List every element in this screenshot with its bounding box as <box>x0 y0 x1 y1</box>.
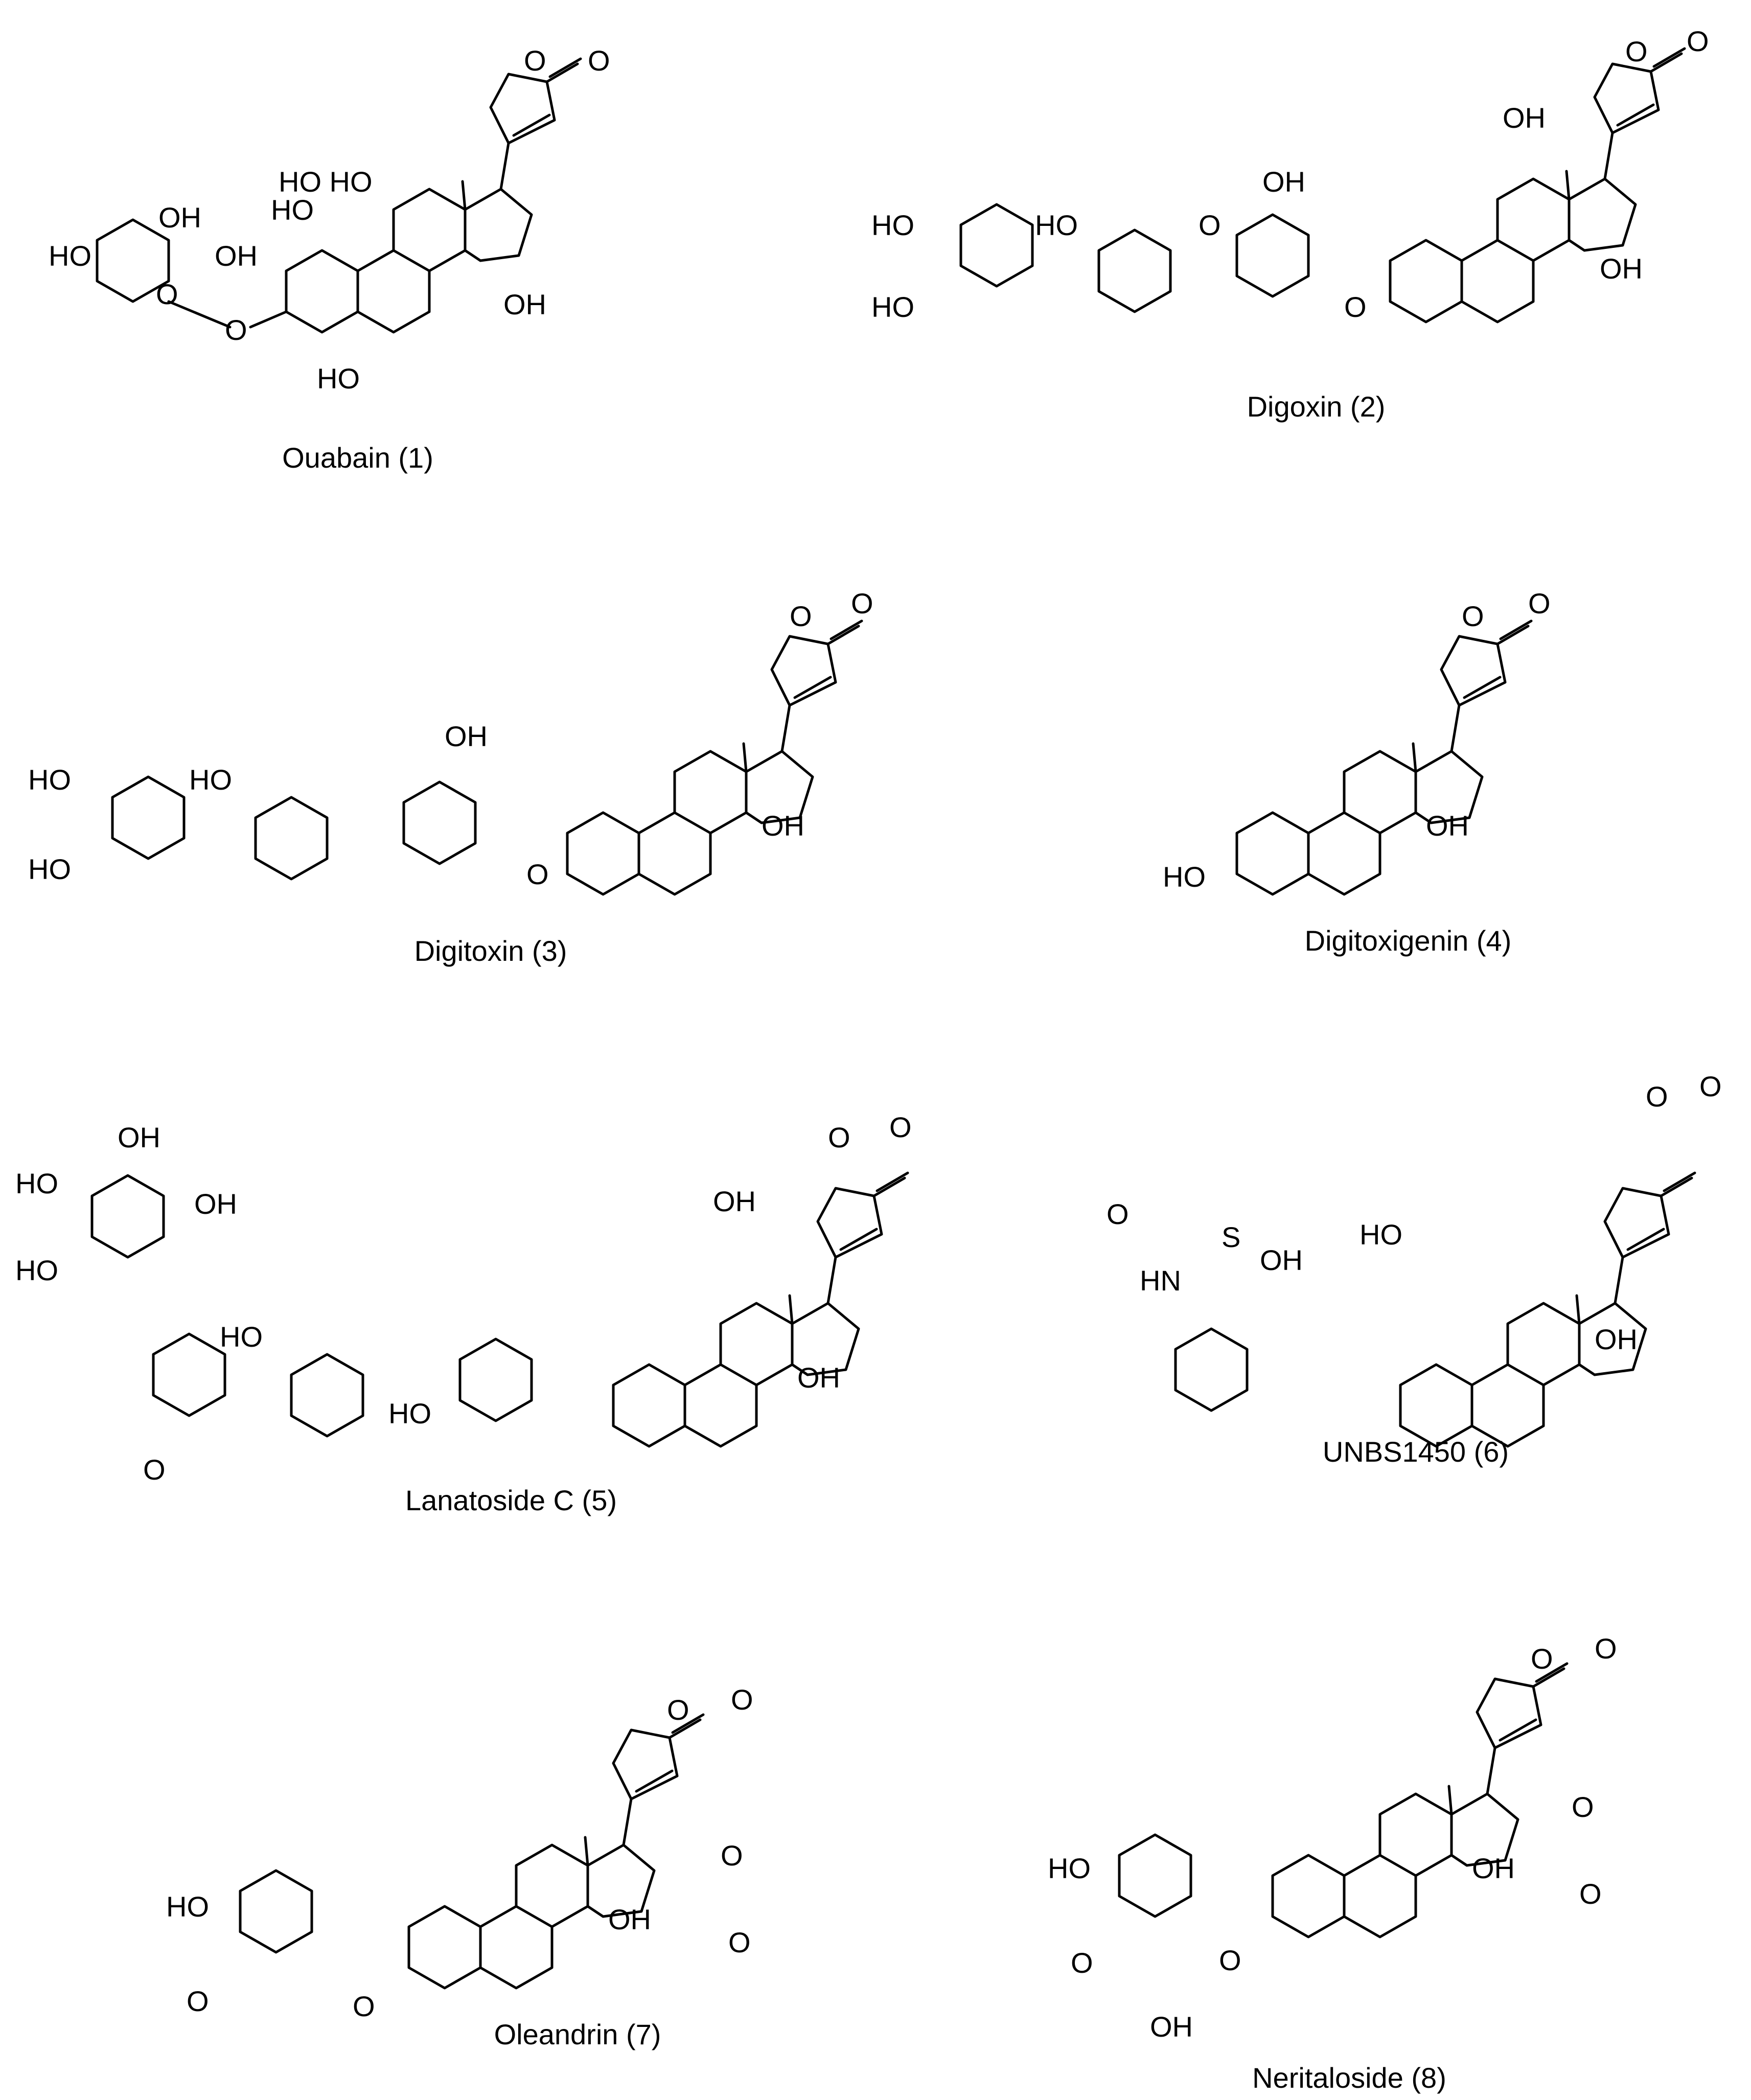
atom-label-o: O <box>790 600 812 632</box>
caption-ouabain: Ouabain (1) <box>282 442 433 474</box>
atom-label-o: O <box>1107 1198 1129 1230</box>
atom-label-hoho: HO HO <box>279 166 373 198</box>
caption-oleandrin: Oleandrin (7) <box>494 2018 661 2050</box>
atom-label-oh: OH <box>1426 810 1469 842</box>
atom-label-oh: OH <box>194 1188 237 1220</box>
atom-label-ho: HO <box>15 1167 58 1199</box>
caption-unbs1450: UNBS1450 (6) <box>1323 1436 1509 1468</box>
atom-label-ho: HO <box>189 764 232 796</box>
atom-label-o: O <box>156 278 178 310</box>
structure-neritaloside: HO O OH O OH O O O O Neritaloside (8) <box>1048 1632 1617 2094</box>
atom-label-ho: HO <box>28 764 71 796</box>
atom-label-oh: OH <box>1472 1852 1515 1884</box>
atom-label-o: O <box>143 1453 166 1486</box>
atom-label-oh: OH <box>1262 166 1305 198</box>
atom-label-o: O <box>588 44 610 77</box>
atom-label-o: O <box>1646 1080 1668 1113</box>
atom-label-oh: OH <box>1600 252 1643 285</box>
atom-label-o: O <box>731 1683 753 1716</box>
atom-label-oh: OH <box>1260 1244 1303 1276</box>
atom-label-o: O <box>667 1694 689 1726</box>
atom-label-ho: HO <box>1360 1218 1402 1251</box>
atom-label-o: O <box>524 44 546 77</box>
caption-neritaloside: Neritaloside (8) <box>1252 2062 1446 2094</box>
structure-digitoxigenin: HO OH O O Digitoxigenin (4) <box>1163 587 1551 957</box>
structure-oleandrin: HO O O OH O O O O Oleandrin (7) <box>166 1683 753 2050</box>
atom-label-hn: HN <box>1140 1264 1181 1297</box>
atom-label-oh: OH <box>762 810 804 842</box>
atom-label-o: O <box>1687 25 1709 57</box>
atom-label-o: O <box>1071 1947 1093 1979</box>
atom-label-ho: HO <box>15 1254 58 1286</box>
atom-label-oh: OH <box>608 1903 651 1935</box>
atom-label-oh: OH <box>713 1185 756 1217</box>
atom-label-o: O <box>1595 1632 1617 1665</box>
structure-digitoxin: HO HO HO OH OH O O O Digitoxin (3) <box>28 587 873 967</box>
atom-label-oh: OH <box>445 720 488 752</box>
atom-label-oh: OH <box>1150 2011 1193 2043</box>
atom-label-oh: OH <box>118 1121 160 1153</box>
caption-digitoxigenin: Digitoxigenin (4) <box>1305 925 1512 957</box>
atom-label-ho: HO <box>49 240 91 272</box>
atom-label-o: O <box>353 1990 375 2022</box>
atom-label-o: O <box>728 1926 751 1958</box>
atom-label-o: O <box>1572 1791 1594 1823</box>
atom-label-o: O <box>526 858 549 890</box>
atom-label-o: O <box>1531 1643 1553 1675</box>
atom-label-oh: OH <box>797 1361 840 1394</box>
atom-label-s: S <box>1222 1221 1240 1253</box>
atom-label-ho: HO <box>1035 209 1078 241</box>
atom-label-o: O <box>1219 1944 1241 1976</box>
atom-label-oh: OH <box>215 240 258 272</box>
atom-label-ho: HO <box>271 194 314 226</box>
atom-label-oh: OH <box>158 201 201 234</box>
atom-label-oh: OH <box>503 288 546 320</box>
atom-label-ho: HO <box>871 209 914 241</box>
structure-digoxin: HO HO HO OH OH OH O O O O Digoxin (2) <box>871 25 1709 423</box>
caption-digoxin: Digoxin (2) <box>1247 390 1386 423</box>
atom-label-o: O <box>889 1111 912 1143</box>
atom-label-o: O <box>1625 35 1648 67</box>
atom-label-o: O <box>1579 1878 1602 1910</box>
atom-label-o: O <box>1528 587 1551 619</box>
atom-label-ho: HO <box>220 1321 263 1353</box>
atom-label-ho: HO <box>1163 861 1206 893</box>
structure-unbs1450: O S OH HN HO OH O O UNBS1450 (6) <box>1107 1070 1722 1468</box>
atom-label-o: O <box>1199 209 1221 241</box>
atom-label-ho: HO <box>871 291 914 323</box>
atom-label-o: O <box>1344 291 1367 323</box>
atom-label-o: O <box>828 1121 850 1153</box>
caption-digitoxin: Digitoxin (3) <box>414 935 567 967</box>
caption-lanatoside-c: Lanatoside C (5) <box>405 1484 617 1516</box>
atom-label-o: O <box>225 314 247 346</box>
atom-label-ho: HO <box>388 1397 431 1429</box>
structure-lanatoside-c: OH HO OH HO HO HO OH OH O O O Lanatoside… <box>15 1111 912 1516</box>
atom-label-o: O <box>851 587 873 619</box>
atom-label-oh: OH <box>1595 1323 1638 1355</box>
structure-ouabain: O O OH OH HO HO HO HO OH HO O O Ouabain … <box>49 44 610 474</box>
atom-label-o: O <box>187 1985 209 2017</box>
atom-label-oh: OH <box>1503 102 1546 134</box>
atom-label-ho: HO <box>1048 1852 1091 1884</box>
atom-label-o: O <box>721 1839 743 1872</box>
atom-label-o: O <box>1462 600 1484 632</box>
atom-label-ho: HO <box>28 853 71 885</box>
atom-label-o: O <box>1699 1070 1722 1102</box>
atom-label-ho: HO <box>166 1890 209 1923</box>
atom-label-ho: HO <box>317 362 360 395</box>
